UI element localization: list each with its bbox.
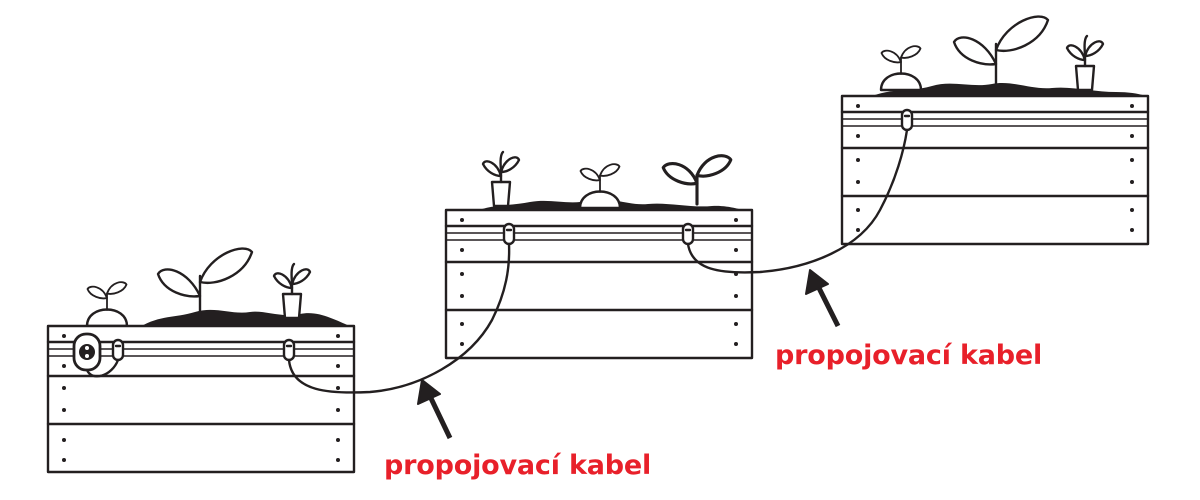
plant-sprout-icon — [156, 247, 254, 320]
carrot-icon — [1065, 34, 1105, 92]
raised-bed-right — [840, 15, 1150, 246]
connecting-cable-right — [686, 128, 909, 274]
cable-clip-icon — [681, 222, 695, 246]
controller-plug-icon — [72, 332, 102, 372]
carrot-icon — [272, 262, 312, 320]
cable-label-left: propojovací kabel — [384, 450, 652, 481]
cable-clip-icon — [502, 222, 516, 246]
cable-clip-icon — [111, 338, 125, 362]
raised-bed-middle — [444, 150, 754, 360]
arrow-icon — [417, 379, 453, 440]
arrow-icon — [805, 269, 841, 328]
radish-icon — [87, 282, 127, 326]
plant-sprout-icon — [661, 154, 733, 206]
connecting-cable-left — [287, 242, 511, 394]
soil — [872, 83, 1146, 98]
radish-icon — [881, 46, 921, 90]
cable-clip-icon — [282, 338, 296, 362]
raised-bed-left — [46, 247, 356, 474]
carrot-icon — [481, 150, 521, 208]
plant-sprout-icon — [952, 15, 1050, 88]
cable-clip-icon — [900, 108, 914, 132]
radish-icon — [580, 164, 620, 208]
cable-label-right: propojovací kabel — [775, 340, 1043, 371]
